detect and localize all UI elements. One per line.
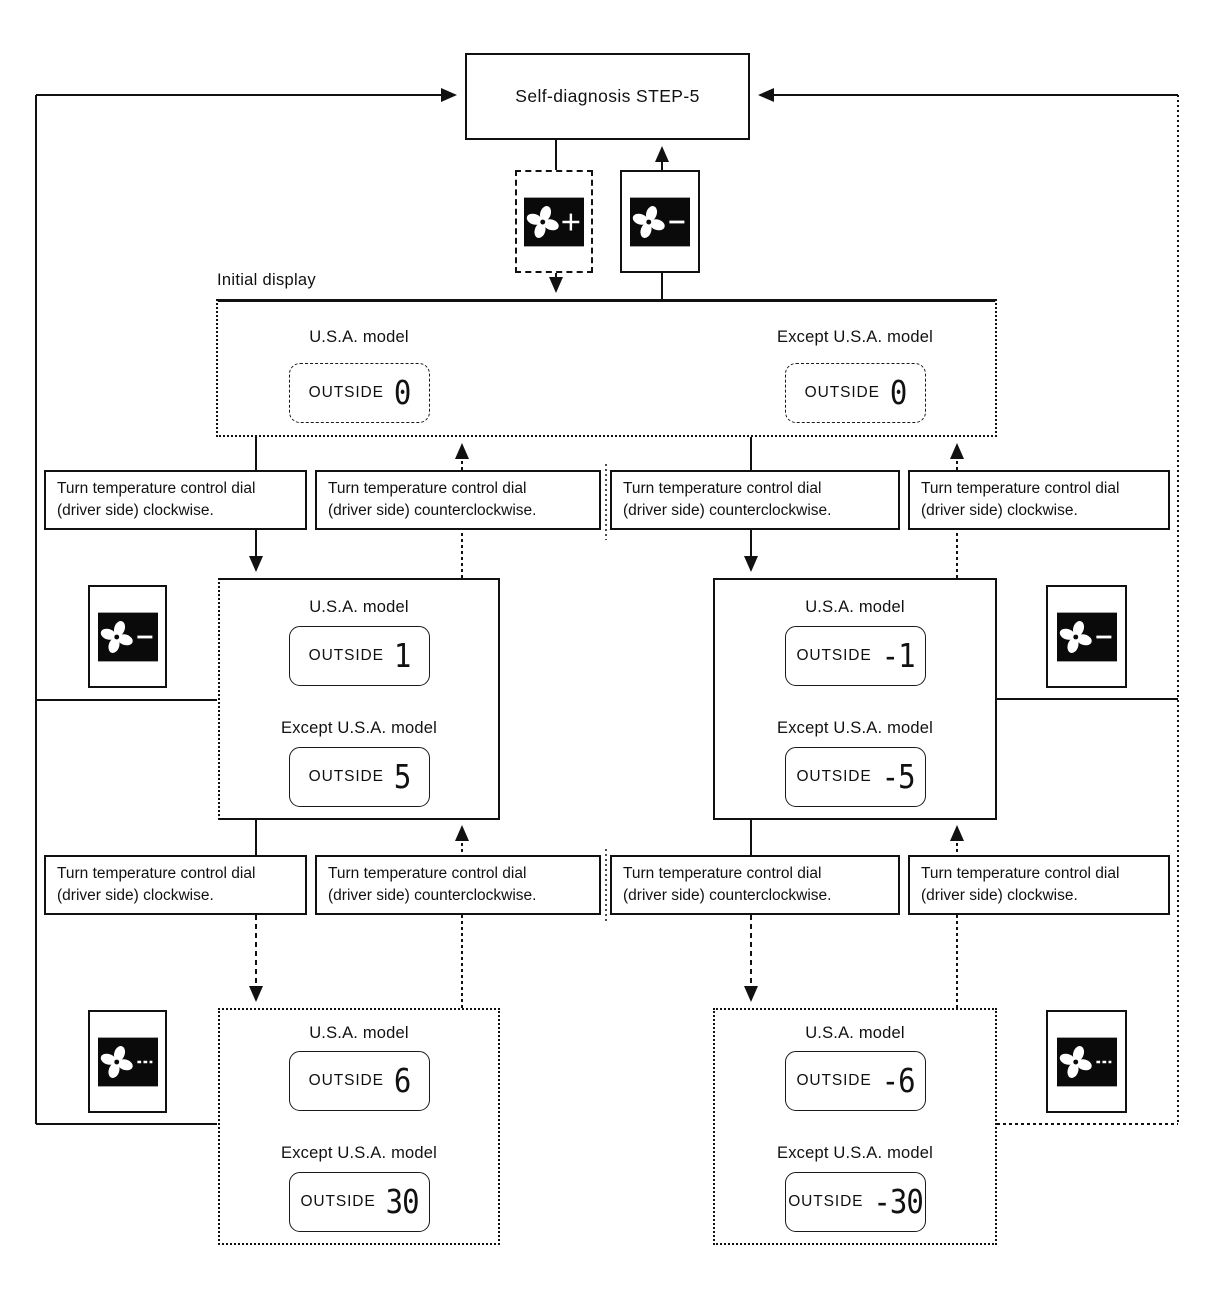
outside-display: OUTSIDE 1 [289, 626, 430, 686]
outside-label: OUTSIDE [796, 1072, 872, 1089]
outside-label: OUTSIDE [788, 1193, 864, 1210]
instruction-ccw-row2-left: Turn temperature control dial (driver si… [315, 855, 601, 915]
outside-value: 1 [393, 636, 411, 675]
instruction-line1: Turn temperature control dial [57, 480, 256, 497]
usa-model-label: U.S.A. model [309, 1024, 409, 1042]
fan-minus-indicator-top [620, 170, 700, 273]
fan-minus-icon [1056, 1037, 1117, 1086]
usa-model-label: U.S.A. model [805, 1024, 905, 1042]
instruction-line2: (driver side) counterclockwise. [328, 502, 537, 519]
outside-label: OUTSIDE [804, 384, 880, 401]
step5-title: Self-diagnosis STEP-5 [515, 86, 700, 106]
instruction-cw-row1-right: Turn temperature control dial (driver si… [908, 470, 1170, 530]
instruction-ccw-row2-right: Turn temperature control dial (driver si… [610, 855, 900, 915]
instruction-line2: (driver side) clockwise. [921, 887, 1078, 904]
outside-display: OUTSIDE -6 [785, 1051, 926, 1111]
fan-minus-icon [97, 612, 158, 661]
outside-display: OUTSIDE 6 [289, 1051, 430, 1111]
outside-value: -1 [881, 636, 916, 675]
outside-label: OUTSIDE [308, 768, 384, 785]
outside-label: OUTSIDE [796, 647, 872, 664]
fan-minus-icon [1056, 612, 1117, 661]
except-usa-model-label: Except U.S.A. model [776, 719, 934, 737]
instruction-line2: (driver side) counterclockwise. [328, 887, 537, 904]
outside-display: OUTSIDE 5 [289, 747, 430, 807]
instruction-cw-row2-left: Turn temperature control dial (driver si… [44, 855, 307, 915]
initial-display-caption: Initial display [217, 271, 316, 289]
instruction-line1: Turn temperature control dial [328, 480, 527, 497]
outside-value: 6 [393, 1061, 411, 1100]
fan-minus-indicator-bottom-right [1046, 1010, 1127, 1113]
fan-icon [100, 620, 133, 653]
instruction-cw-row2-right: Turn temperature control dial (driver si… [908, 855, 1170, 915]
outside-display: OUTSIDE 30 [289, 1172, 430, 1232]
outside-value: 5 [393, 757, 411, 796]
instruction-line1: Turn temperature control dial [623, 480, 822, 497]
instruction-line2: (driver side) counterclockwise. [623, 502, 832, 519]
outside-label: OUTSIDE [308, 384, 384, 401]
outside-value: 0 [889, 373, 907, 412]
fan-icon [100, 1045, 133, 1078]
usa-model-label: U.S.A. model [309, 598, 409, 616]
instruction-line1: Turn temperature control dial [623, 865, 822, 882]
outside-value: -30 [873, 1182, 923, 1221]
fan-minus-icon [97, 1037, 158, 1086]
fan-minus-indicator-bottom-left [88, 1010, 167, 1113]
fan-minus-indicator-mid-right [1046, 585, 1127, 688]
fan-plus-indicator [515, 170, 593, 273]
instruction-line2: (driver side) clockwise. [921, 502, 1078, 519]
outside-label: OUTSIDE [796, 768, 872, 785]
instruction-cw-row1-left: Turn temperature control dial (driver si… [44, 470, 307, 530]
fan-icon [526, 205, 559, 238]
usa-model-label: U.S.A. model [805, 598, 905, 616]
outside-value: -5 [881, 757, 916, 796]
outside-label: OUTSIDE [308, 1072, 384, 1089]
instruction-line1: Turn temperature control dial [57, 865, 256, 882]
outside-value: -6 [881, 1061, 916, 1100]
fan-plus-icon [524, 197, 584, 246]
except-usa-model-label: Except U.S.A. model [280, 719, 438, 737]
instruction-ccw-row1-left: Turn temperature control dial (driver si… [315, 470, 601, 530]
fan-minus-indicator-mid-left [88, 585, 167, 688]
fan-icon [632, 205, 665, 238]
except-usa-model-label: Except U.S.A. model [776, 1144, 934, 1162]
fan-icon [1059, 1045, 1092, 1078]
outside-display: OUTSIDE -1 [785, 626, 926, 686]
plus-icon [562, 213, 580, 230]
outside-display: OUTSIDE 0 [289, 363, 430, 423]
instruction-line1: Turn temperature control dial [328, 865, 527, 882]
except-usa-model-label: Except U.S.A. model [776, 328, 934, 346]
usa-model-label: U.S.A. model [309, 328, 409, 346]
outside-display: OUTSIDE -5 [785, 747, 926, 807]
instruction-line2: (driver side) clockwise. [57, 502, 214, 519]
instruction-ccw-row1-right: Turn temperature control dial (driver si… [610, 470, 900, 530]
fan-minus-icon [630, 197, 690, 246]
outside-display: OUTSIDE 0 [785, 363, 926, 423]
outside-value: 30 [385, 1182, 420, 1221]
instruction-line1: Turn temperature control dial [921, 480, 1120, 497]
instruction-line2: (driver side) counterclockwise. [623, 887, 832, 904]
fan-icon [1059, 620, 1092, 653]
outside-value: 0 [393, 373, 411, 412]
instruction-line2: (driver side) clockwise. [57, 887, 214, 904]
outside-label: OUTSIDE [300, 1193, 376, 1210]
outside-label: OUTSIDE [308, 647, 384, 664]
instruction-line1: Turn temperature control dial [921, 865, 1120, 882]
except-usa-model-label: Except U.S.A. model [280, 1144, 438, 1162]
outside-display: OUTSIDE -30 [785, 1172, 926, 1232]
step5-box: Self-diagnosis STEP-5 [465, 53, 750, 140]
